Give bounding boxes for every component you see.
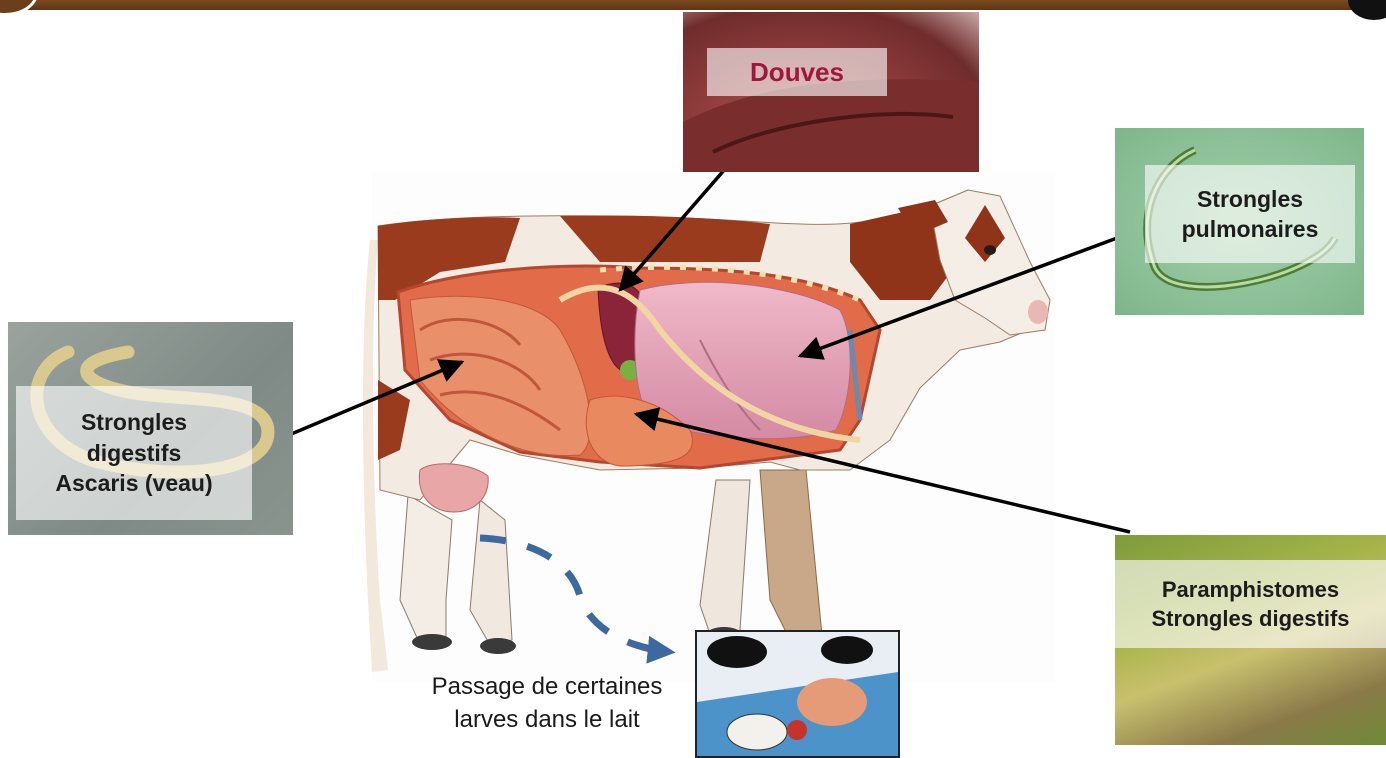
label-line: digestifs [87,438,182,468]
label-line: pulmonaires [1182,214,1319,244]
label-line: Strongles [81,407,187,437]
label-line: Strongles [1197,184,1303,214]
label-line: Strongles digestifs [1151,604,1349,633]
label-douves: Douves [707,48,887,96]
label-douves-text: Douves [750,55,844,89]
caption-line: larves dans le lait [408,703,686,736]
milk-passage-caption: Passage de certaines larves dans le lait [408,670,686,736]
label-line: Paramphistomes [1162,575,1339,604]
label-strongles-digestifs-ascaris: Strongles digestifs Ascaris (veau) [16,386,252,520]
caption-line: Passage de certaines [408,670,686,703]
label-paramphistomes: Paramphistomes Strongles digestifs [1115,560,1386,648]
label-strongles-pulmonaires: Strongles pulmonaires [1145,165,1355,263]
label-line: Ascaris (veau) [55,468,212,498]
calf-suckling-illustration [695,630,900,758]
